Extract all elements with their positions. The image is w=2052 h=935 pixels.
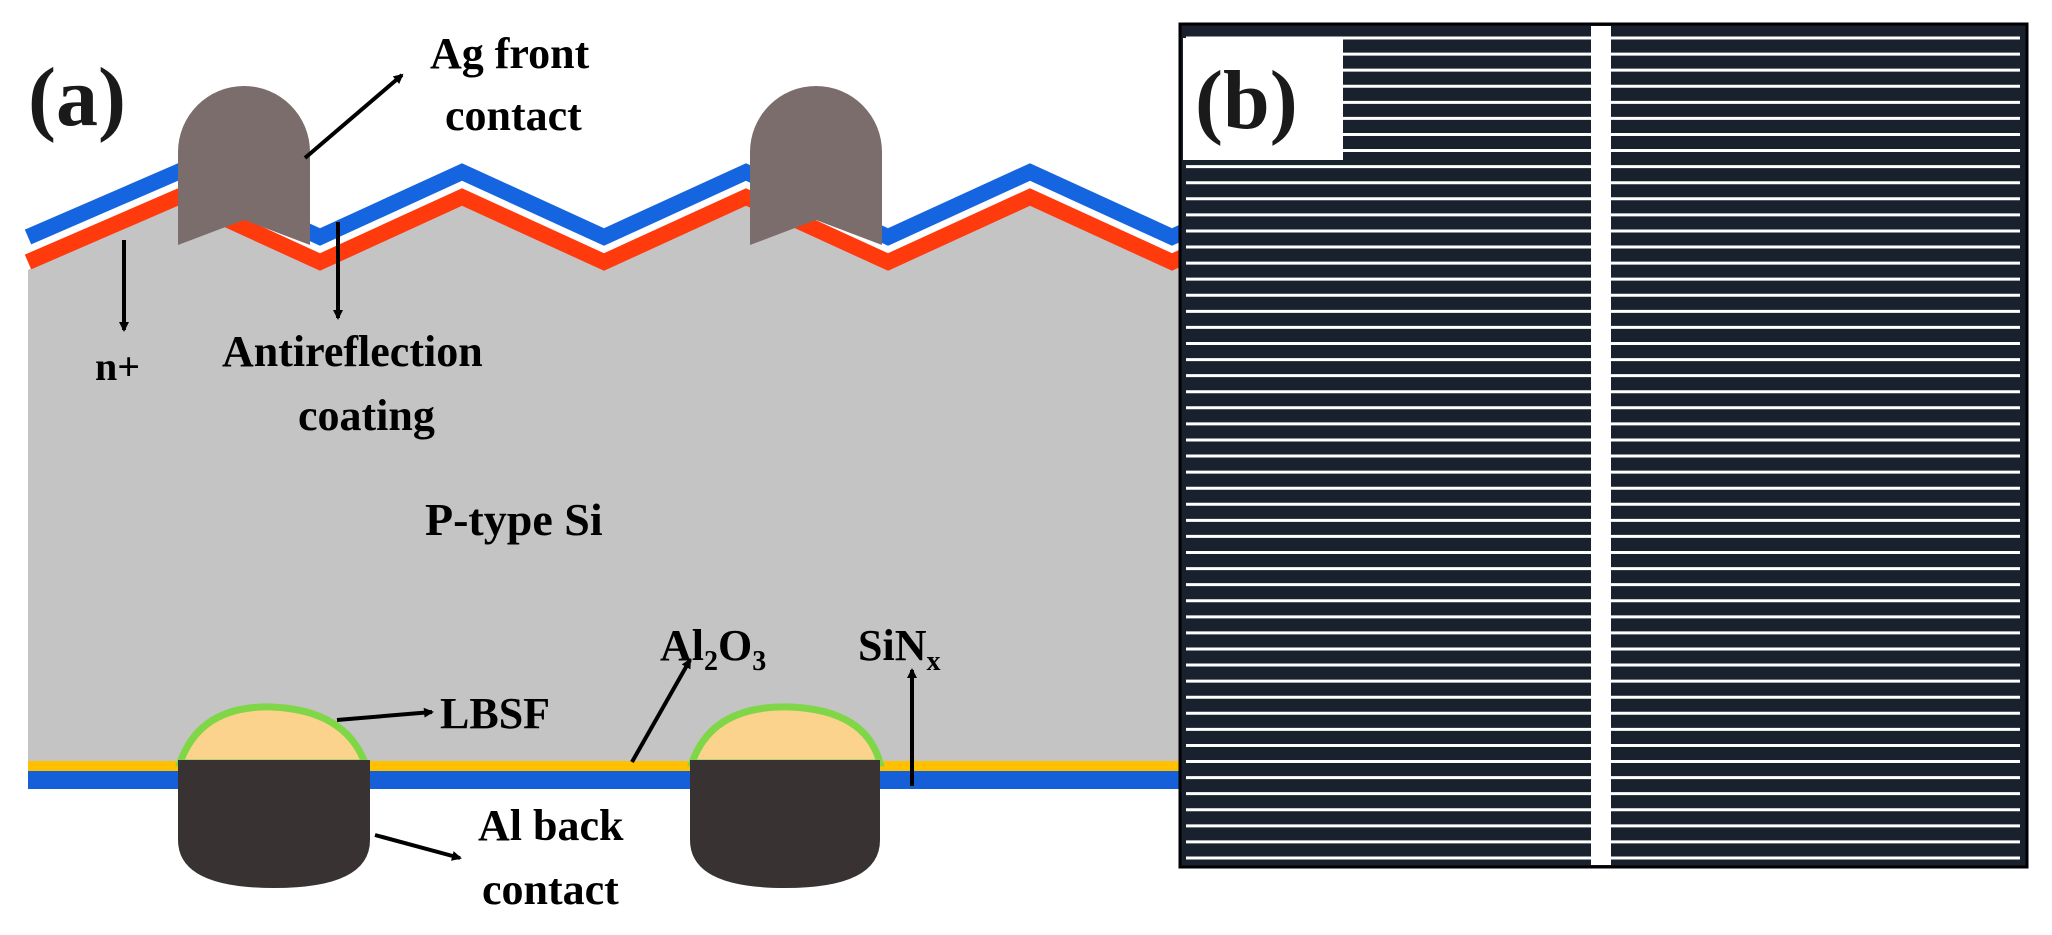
antireflection-line1: Antireflection [222, 327, 483, 376]
lbsf-region-left [175, 703, 371, 767]
ag-front-contact-left [178, 86, 310, 245]
al-back-contact-left [178, 760, 370, 888]
ag-contact-arrow [303, 73, 404, 160]
sinx-base: SiN [858, 621, 927, 670]
panel-a-label: (a) [28, 51, 126, 144]
ag-front-contact-label: Ag front contact [430, 29, 600, 140]
sinx-label: SiNx [858, 621, 940, 677]
ag-front-contact-right [750, 86, 882, 245]
lbsf-region-right [687, 703, 885, 767]
al2o3-mid: O [718, 621, 752, 670]
al2o3-layer [28, 761, 1743, 771]
al-back-contact-line1: Al back [478, 801, 624, 850]
panel-b-label-box [1183, 38, 1343, 160]
ag-front-contact-line2: contact [445, 91, 582, 140]
sinx-sub: x [926, 646, 940, 677]
al2o3-label: Al2O3 [660, 621, 766, 677]
al2o3-arrow [630, 658, 692, 763]
n-plus-label: n+ [95, 344, 140, 389]
lbsf-label: LBSF [440, 689, 550, 738]
al2o3-sub1: 2 [704, 646, 718, 677]
al-back-contact-line2: contact [482, 865, 619, 914]
lbsf-arrow [336, 707, 434, 722]
antireflection-line2: coating [298, 391, 435, 440]
al-back-arrow [374, 833, 462, 861]
al2o3-sub2: 3 [752, 646, 766, 677]
ag-front-contact-line1: Ag front [430, 29, 590, 78]
panel-b-solar-cell-photo: (b) [1178, 22, 2029, 869]
al2o3-base: Al [660, 621, 704, 670]
al-back-contact-right [690, 760, 880, 888]
busbar [1591, 26, 1611, 865]
al-back-contact-label: Al back contact [478, 801, 634, 914]
p-type-si-label: P-type Si [425, 494, 603, 545]
panel-b-label: (b) [1195, 54, 1298, 147]
antireflection-label: Antireflection coating [222, 327, 494, 440]
